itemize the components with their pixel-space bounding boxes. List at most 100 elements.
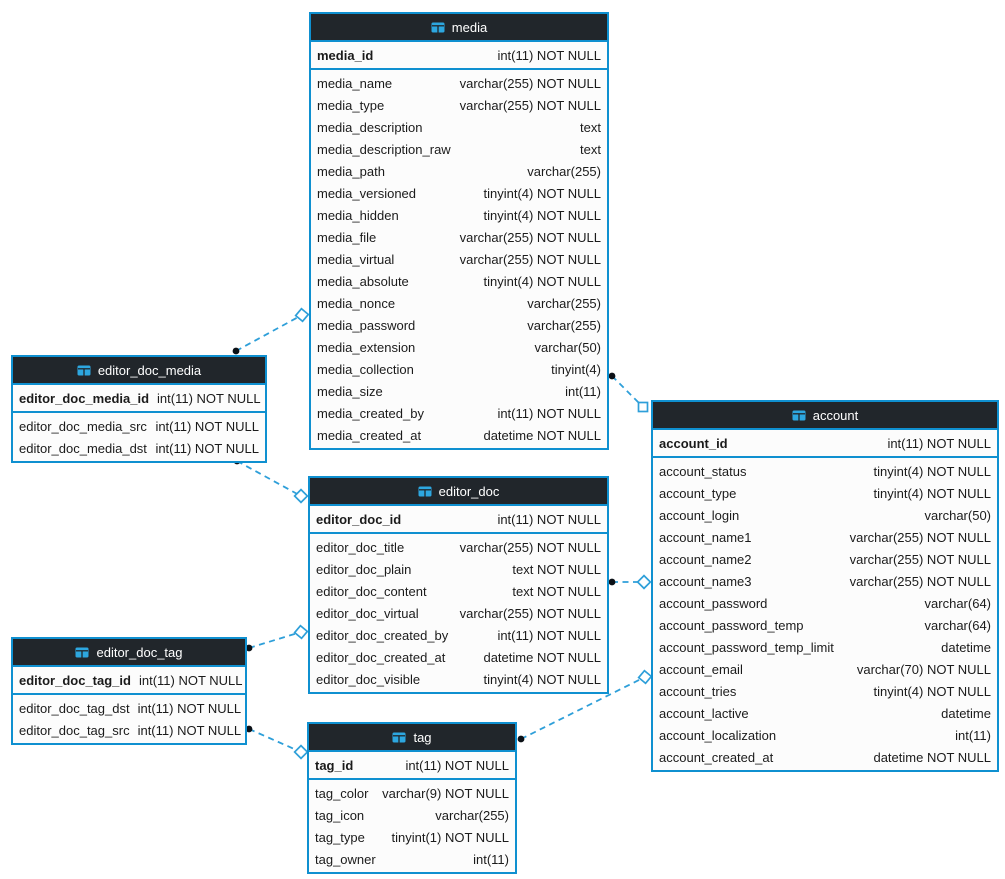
table-editor-doc-tag[interactable]: editor_doc_tag editor_doc_tag_id int(11)… bbox=[11, 637, 247, 745]
table-icon bbox=[77, 365, 91, 375]
column-type: text NOT NULL bbox=[512, 561, 601, 577]
column-name: account_type bbox=[659, 485, 737, 501]
table-editor-doc-media-header: editor_doc_media bbox=[13, 357, 265, 385]
relation-editor-doc-tag-to-tag[interactable] bbox=[245, 725, 309, 760]
column-type: tinyint(4) NOT NULL bbox=[483, 273, 601, 289]
relation-media-to-account[interactable] bbox=[608, 372, 649, 413]
column-type: tinyint(4) NOT NULL bbox=[873, 463, 991, 479]
column-type: varchar(50) bbox=[534, 339, 601, 355]
table-tag-header: tag bbox=[309, 724, 515, 752]
table-title: editor_doc_tag bbox=[96, 644, 183, 660]
column-type: text NOT NULL bbox=[512, 583, 601, 599]
column-type: varchar(255) NOT NULL bbox=[459, 539, 601, 555]
column-type: int(11) NOT NULL bbox=[497, 511, 601, 527]
column-name: editor_doc_title bbox=[316, 539, 405, 555]
column-row: account_password_temp_limit datetime bbox=[653, 636, 997, 658]
column-name: editor_doc_media_src bbox=[19, 418, 147, 434]
column-type: tinyint(4) NOT NULL bbox=[873, 683, 991, 699]
column-name: tag_type bbox=[315, 829, 365, 845]
column-type: tinyint(4) NOT NULL bbox=[483, 671, 601, 687]
column-type: varchar(50) bbox=[924, 507, 991, 523]
column-name: account_name2 bbox=[659, 551, 752, 567]
column-type: int(11) NOT NULL bbox=[497, 627, 601, 643]
column-type: int(11) NOT NULL bbox=[157, 390, 261, 406]
column-name: account_email bbox=[659, 661, 743, 677]
table-account-header: account bbox=[653, 402, 997, 430]
column-type: varchar(255) NOT NULL bbox=[849, 573, 991, 589]
column-type: varchar(255) bbox=[435, 807, 509, 823]
column-type: varchar(255) NOT NULL bbox=[459, 605, 601, 621]
primary-key-row: media_id int(11) NOT NULL bbox=[311, 42, 607, 70]
column-name: tag_icon bbox=[315, 807, 365, 823]
column-name: account_name3 bbox=[659, 573, 752, 589]
column-name: account_localization bbox=[659, 727, 777, 743]
column-row: account_type tinyint(4) NOT NULL bbox=[653, 482, 997, 504]
column-type: varchar(255) NOT NULL bbox=[459, 97, 601, 113]
relation-editor-doc-media-to-media[interactable] bbox=[232, 307, 310, 355]
column-type: int(11) NOT NULL bbox=[138, 672, 243, 688]
relation-editor-doc-media-to-editor-doc[interactable] bbox=[233, 457, 309, 504]
column-type: varchar(9) NOT NULL bbox=[382, 785, 509, 801]
relation-tag-to-account[interactable] bbox=[517, 669, 653, 743]
column-type: varchar(255) bbox=[527, 317, 601, 333]
column-type: int(11) NOT NULL bbox=[137, 700, 242, 716]
column-name: account_password bbox=[659, 595, 768, 611]
column-name: account_id bbox=[659, 435, 728, 451]
column-name: editor_doc_tag_dst bbox=[19, 700, 130, 716]
column-type: int(11) bbox=[473, 851, 509, 867]
table-icon bbox=[75, 647, 89, 657]
primary-key-row: editor_doc_tag_id int(11) NOT NULL bbox=[13, 667, 245, 695]
table-account[interactable]: account account_id int(11) NOT NULL acco… bbox=[651, 400, 999, 772]
column-name: media_absolute bbox=[317, 273, 409, 289]
column-name: editor_doc_visible bbox=[316, 671, 421, 687]
table-title: account bbox=[812, 407, 859, 423]
column-name: account_name1 bbox=[659, 529, 752, 545]
relation-editor-doc-to-account[interactable] bbox=[608, 574, 652, 590]
primary-key-row: editor_doc_media_id int(11) NOT NULL bbox=[13, 385, 265, 413]
column-type: varchar(255) bbox=[527, 163, 601, 179]
column-name: media_hidden bbox=[317, 207, 399, 223]
column-name: account_password_temp_limit bbox=[659, 639, 834, 655]
table-media[interactable]: media media_id int(11) NOT NULL media_na… bbox=[309, 12, 609, 450]
table-icon bbox=[431, 22, 445, 32]
column-type: datetime bbox=[941, 639, 991, 655]
column-name: media_created_by bbox=[317, 405, 424, 421]
table-editor-doc-header: editor_doc bbox=[310, 478, 607, 506]
column-name: media_extension bbox=[317, 339, 416, 355]
column-type: varchar(255) bbox=[527, 295, 601, 311]
column-type: tinyint(4) NOT NULL bbox=[873, 485, 991, 501]
column-type: tinyint(4) NOT NULL bbox=[483, 185, 601, 201]
column-name: editor_doc_media_id bbox=[19, 390, 150, 406]
table-title: editor_doc bbox=[438, 483, 500, 499]
column-name: editor_doc_created_at bbox=[316, 649, 446, 665]
table-editor-doc-media[interactable]: editor_doc_media editor_doc_media_id int… bbox=[11, 355, 267, 463]
relation-editor-doc-tag-to-editor-doc[interactable] bbox=[245, 624, 309, 652]
table-editor-doc[interactable]: editor_doc editor_doc_id int(11) NOT NUL… bbox=[308, 476, 609, 694]
table-title: editor_doc_media bbox=[97, 362, 202, 378]
column-type: varchar(255) NOT NULL bbox=[459, 251, 601, 267]
column-type: datetime NOT NULL bbox=[873, 749, 991, 765]
column-name: tag_id bbox=[315, 757, 354, 773]
column-name: media_collection bbox=[317, 361, 414, 377]
